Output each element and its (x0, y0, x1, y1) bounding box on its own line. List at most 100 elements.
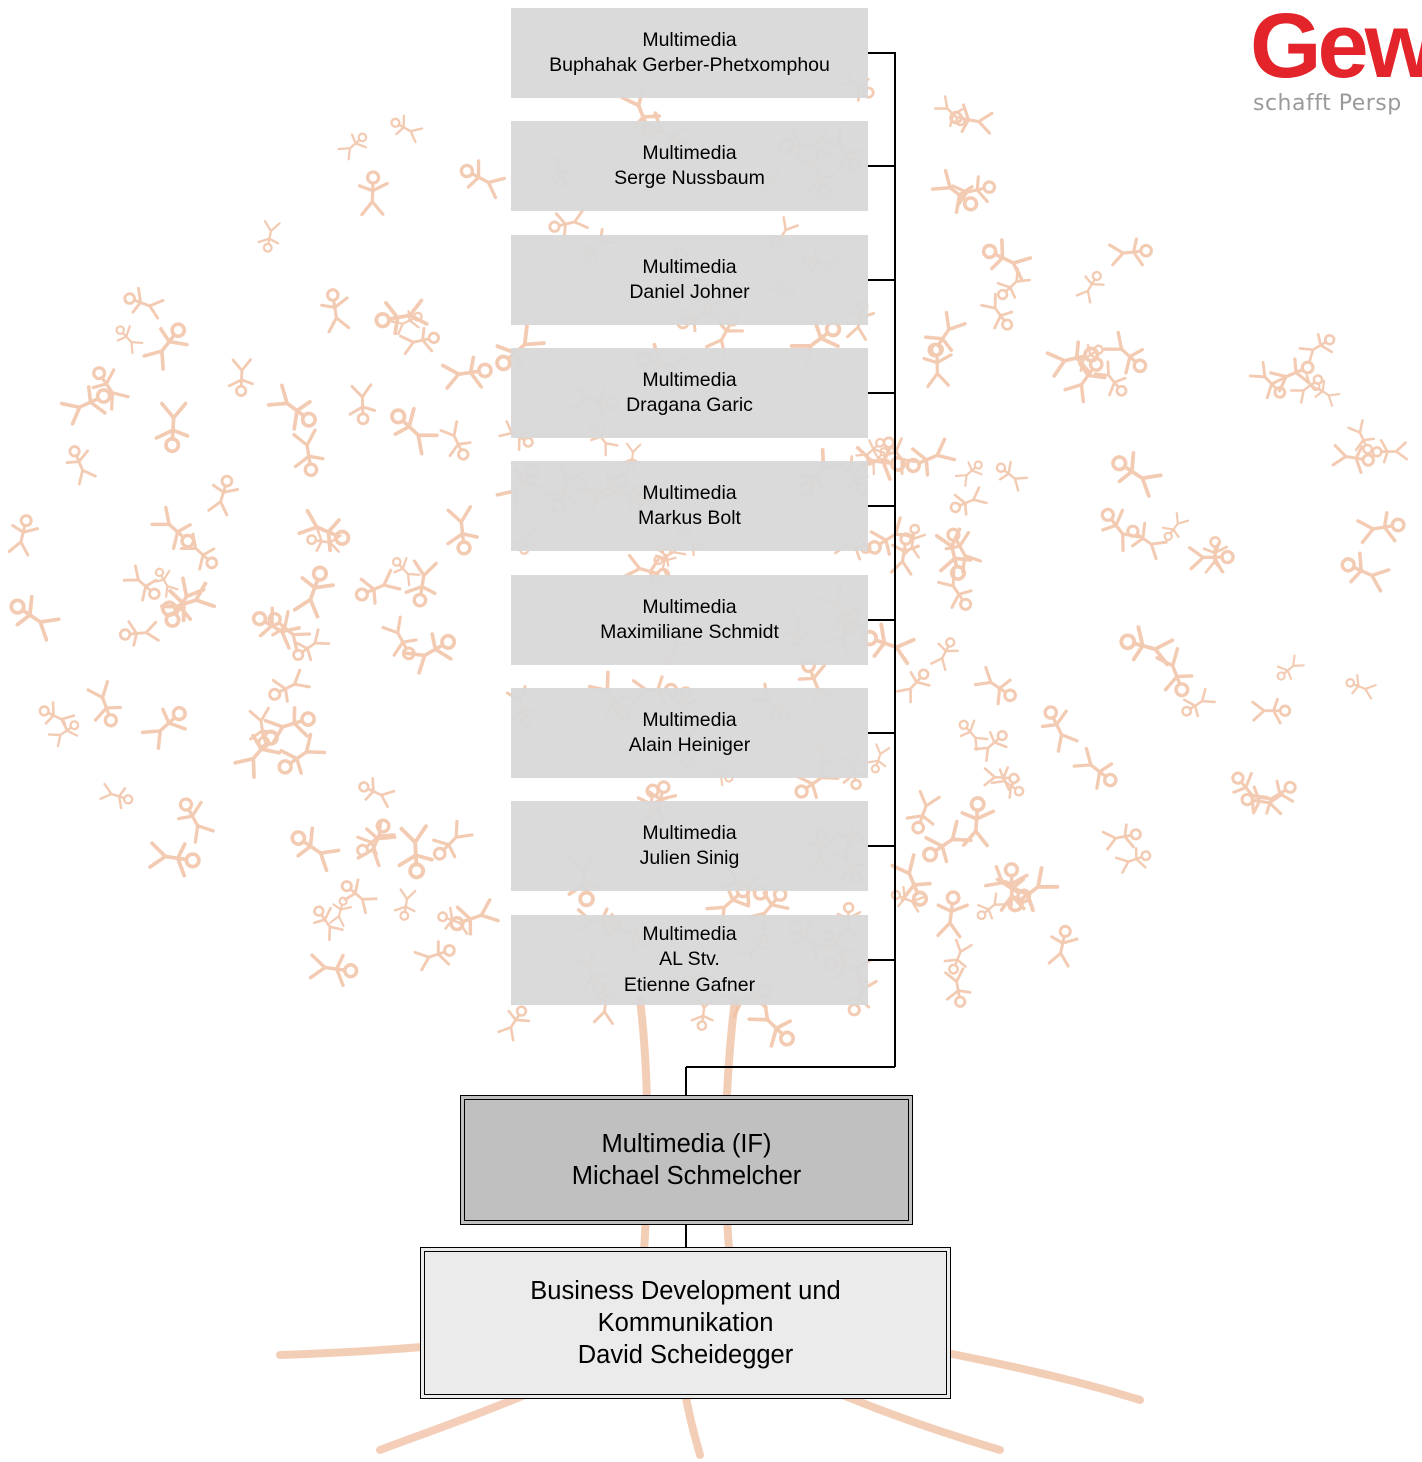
figure-icon (936, 890, 969, 939)
figure-icon (413, 940, 456, 972)
figure-icon (390, 114, 424, 144)
figure-icon (397, 824, 434, 880)
figure-icon (47, 720, 80, 748)
team-lead-box[interactable]: Multimedia (IF) Michael Schmelcher (460, 1095, 913, 1225)
figure-icon (943, 938, 973, 975)
figure-icon (855, 437, 886, 467)
figure-icon (1371, 439, 1409, 464)
team-member-box[interactable]: Multimedia Maximiliane Schmidt (511, 575, 868, 665)
member-name: Maximiliane Schmidt (600, 621, 779, 643)
figure-icon (1311, 379, 1341, 407)
figure-icon (207, 474, 240, 517)
figure-icon (159, 576, 206, 628)
figure-icon (1100, 507, 1141, 553)
figure-icon (896, 668, 931, 704)
figure-icon (1161, 511, 1190, 542)
figure-icon (340, 878, 378, 915)
member-name: Buphahak Gerber-Phetxomphou (549, 54, 830, 76)
figure-icon (118, 620, 160, 647)
team-member-box[interactable]: Multimedia Daniel Johner (511, 235, 868, 325)
figure-icon (329, 896, 353, 927)
figure-icon (1276, 654, 1305, 681)
figure-icon (958, 719, 989, 752)
team-member-box[interactable]: Multimedia Buphahak Gerber-Phetxomphou (511, 8, 868, 98)
figure-icon (1006, 866, 1060, 913)
figure-icon (548, 209, 589, 238)
figure-icon (1269, 357, 1315, 393)
figure-icon (1356, 511, 1406, 545)
figure-icon (980, 292, 1014, 331)
figure-icon (934, 527, 973, 581)
figure-icon (976, 892, 1008, 921)
figure-icon (148, 841, 201, 878)
figure-icon (960, 796, 996, 848)
figure-icon (1340, 551, 1391, 593)
department-head-box[interactable]: Business Development und Kommunikation D… (420, 1247, 951, 1399)
figure-icon (140, 706, 187, 750)
figure-icon (257, 220, 281, 253)
figure-icon (449, 898, 500, 936)
team-member-box-deputy[interactable]: Multimedia AL Stv. Etienne Gafner (511, 915, 868, 1005)
figure-icon (905, 789, 941, 835)
figure-icon (348, 383, 377, 426)
figure-icon (263, 706, 316, 745)
logo-wordmark: Gew (1250, 6, 1422, 97)
figure-icon (393, 888, 417, 921)
figure-icon (944, 967, 972, 1008)
figure-icon (391, 556, 421, 587)
figure-icon (306, 528, 342, 553)
figure-icon (951, 175, 997, 207)
team-member-box[interactable]: Multimedia Alain Heiniger (511, 688, 868, 778)
department-head-name: David Scheidegger (577, 1341, 794, 1369)
figure-icon (1115, 847, 1152, 874)
figure-icon (357, 170, 389, 217)
figure-icon (1047, 924, 1079, 968)
figure-icon (459, 159, 507, 200)
figure-icon (292, 428, 325, 478)
figure-icon (1187, 542, 1235, 574)
figure-icon (901, 523, 926, 559)
figure-icon (142, 322, 189, 371)
figure-icon (354, 568, 402, 605)
team-member-box[interactable]: Multimedia Serge Nussbaum (511, 121, 868, 211)
figure-icon (266, 383, 317, 431)
figure-icon (404, 559, 438, 608)
figure-icon (358, 777, 396, 809)
figure-icon (439, 420, 472, 461)
member-name: Serge Nussbaum (614, 167, 765, 189)
figure-icon (154, 401, 190, 454)
figure-icon (937, 569, 973, 611)
figure-icon (1231, 771, 1269, 813)
figure-icon (297, 509, 351, 553)
figure-icon (356, 818, 397, 868)
figure-icon (1040, 705, 1079, 753)
figure-icon (995, 460, 1029, 492)
team-member-box[interactable]: Multimedia Dragana Garic (511, 348, 868, 438)
figure-icon (973, 730, 1008, 763)
figure-icon (153, 567, 179, 598)
figure-icon (227, 358, 254, 397)
figure-icon (115, 325, 144, 355)
figure-icon (179, 532, 219, 571)
figure-icon (981, 238, 1033, 281)
figure-icon (1075, 270, 1105, 304)
figure-icon (1070, 343, 1104, 372)
figure-icon (99, 782, 134, 810)
figure-icon (866, 743, 891, 774)
figure-icon (390, 406, 439, 456)
figure-icon (930, 637, 960, 672)
member-role: Multimedia (642, 708, 737, 731)
figure-icon (954, 460, 983, 487)
figure-icon (990, 768, 1025, 799)
figure-icon (949, 486, 988, 516)
figure-icon (1101, 823, 1142, 851)
member-role: Multimedia (642, 255, 737, 278)
team-member-box[interactable]: Multimedia Markus Bolt (511, 461, 868, 551)
team-member-box[interactable]: Multimedia Julien Sinig (511, 801, 868, 891)
figure-icon (862, 447, 890, 476)
member-role: Multimedia (642, 141, 737, 164)
figure-icon (1345, 674, 1377, 700)
department-name-continued: Kommunikation (597, 1309, 774, 1337)
figure-icon (890, 853, 932, 907)
figure-icon (1298, 333, 1336, 364)
